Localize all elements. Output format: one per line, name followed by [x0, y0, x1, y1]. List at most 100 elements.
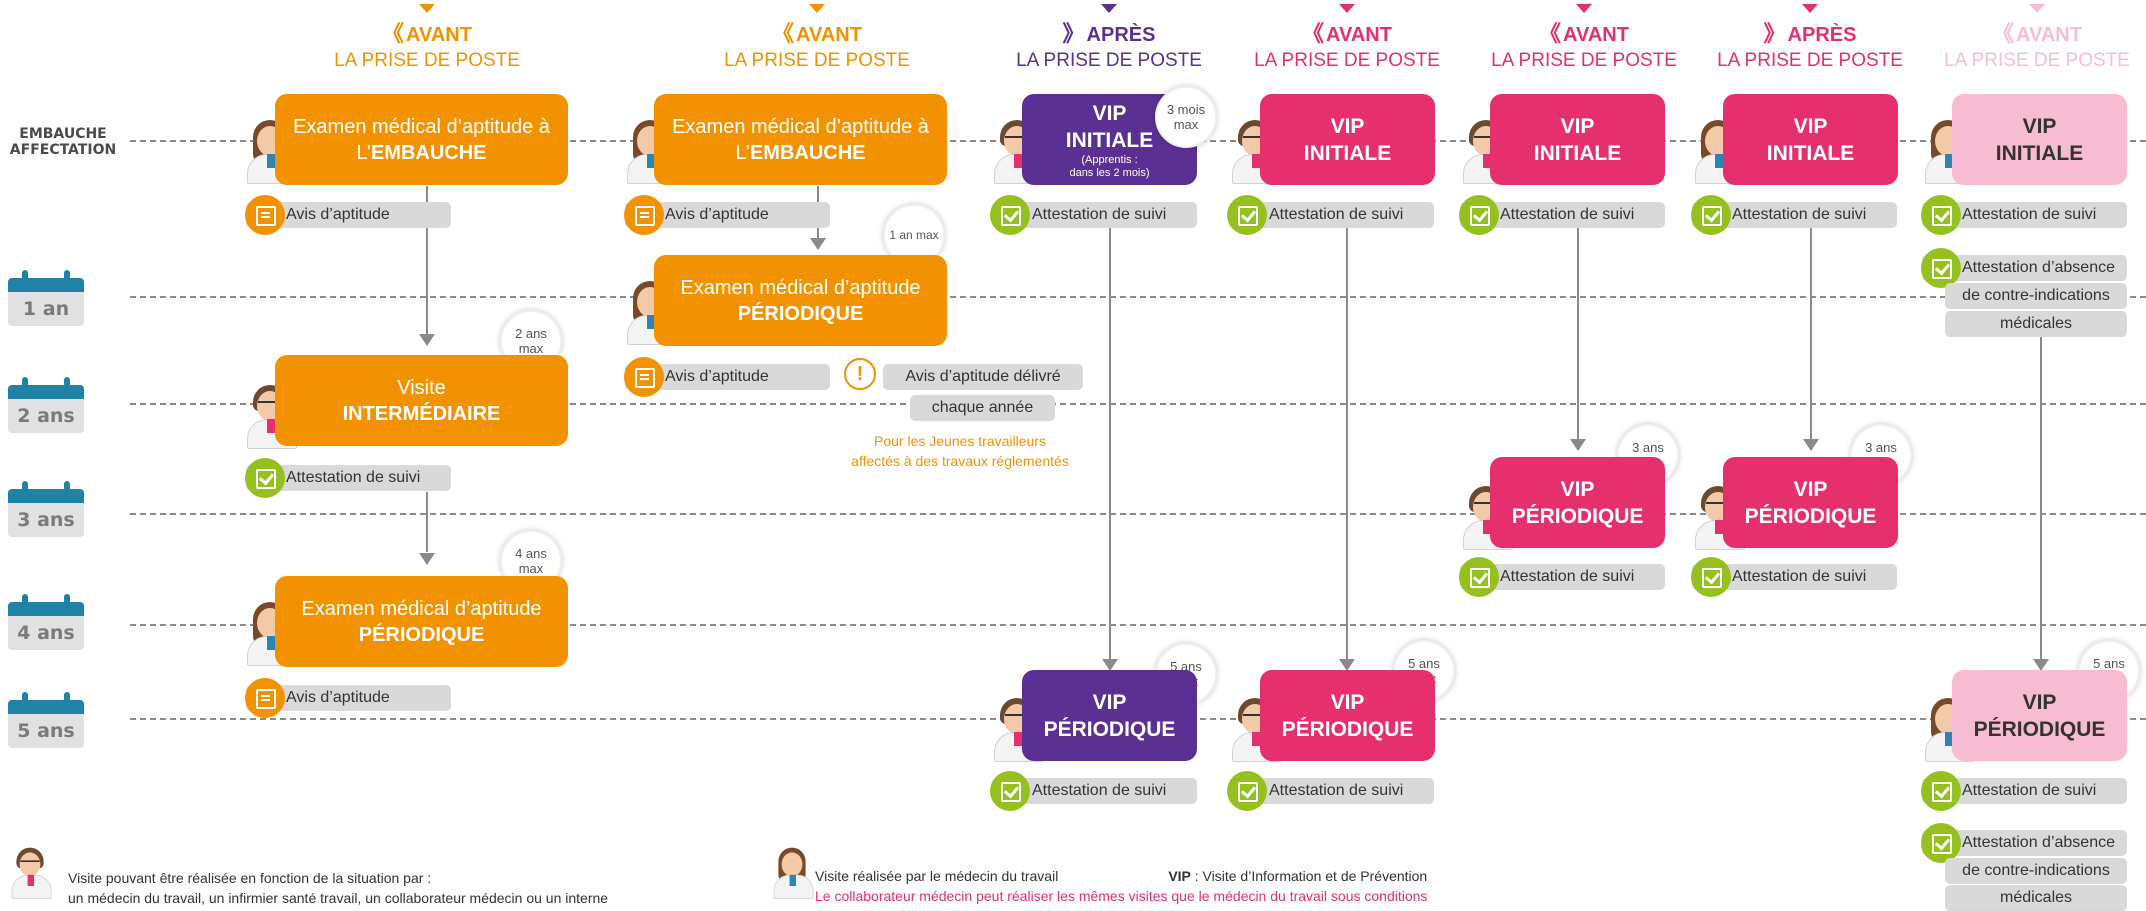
pill-label: de contre-indications — [1962, 862, 2110, 879]
legend-vip-abbr: VIP — [1168, 868, 1191, 884]
header-sub: LA PRISE DE POSTE — [1717, 50, 1903, 71]
flow-arrow-icon — [419, 334, 435, 346]
box-title-bold: INITIALE — [1533, 141, 1622, 165]
flow-arrow-icon — [1102, 659, 1118, 671]
pen-document-icon — [245, 678, 285, 718]
box-title-bold: INTERMÉDIAIRE — [342, 402, 501, 425]
row-label-5ans: 5 ans — [8, 714, 84, 748]
vip-periodique-box: VIP PÉRIODIQUE — [1952, 670, 2127, 761]
row-label-3ans: 3 ans — [8, 503, 84, 537]
attestation-absence-pill-l3: médicales — [1945, 885, 2127, 911]
box-title-bold: PÉRIODIQUE — [358, 623, 485, 646]
interval-badge: 3 mois max — [1155, 86, 1217, 148]
visite-intermediaire-box: Visite INTERMÉDIAIRE — [275, 355, 568, 446]
calendar-icon-4ans: 4 ans — [8, 592, 84, 650]
pill-label: Attestation de suivi — [1269, 782, 1404, 799]
header-label: APRÈS — [1086, 24, 1156, 46]
checkbox-icon — [1921, 771, 1961, 811]
column-header-1: 《AVANT LA PRISE DE POSTE — [327, 4, 527, 74]
header-label: AVANT — [2016, 24, 2082, 46]
pen-document-icon — [245, 195, 285, 235]
box-title-bold: EMBAUCHE — [370, 141, 487, 164]
checkbox-icon — [1691, 195, 1731, 235]
chevron-left-icon: 《 — [382, 21, 405, 46]
box-title-bold: VIP — [2022, 114, 2057, 138]
box-title-bold: PÉRIODIQUE — [737, 302, 864, 325]
timeline-line-2ans — [130, 403, 2146, 405]
pill-label: Attestation de suivi — [1962, 206, 2097, 223]
header-label: AVANT — [406, 24, 472, 46]
header-arrow-icon — [419, 4, 435, 13]
header-sub: LA PRISE DE POSTE — [334, 50, 520, 71]
legend-doctor-male-icon — [10, 846, 52, 899]
checkbox-icon — [1691, 557, 1731, 597]
box-title: Examen médical d’aptitude — [301, 597, 542, 620]
legend-vip-def: : Visite d’Information et de Prévention — [1190, 868, 1428, 884]
box-title-bold: INITIALE — [1766, 141, 1855, 165]
chevron-left-icon: 《 — [1302, 21, 1325, 46]
flow-line — [1109, 224, 1111, 662]
box-title-bold: VIP — [1330, 690, 1365, 714]
jeunes-travailleurs-note: Pour les Jeunes travailleurs affectés à … — [851, 433, 1069, 469]
box-title-prefix: L’ — [735, 141, 750, 164]
calendar-icon-1an: 1 an — [8, 268, 84, 326]
header-sub: LA PRISE DE POSTE — [1254, 50, 1440, 71]
column-header-2: 《AVANT LA PRISE DE POSTE — [717, 4, 917, 74]
pill-label: Avis d’aptitude — [665, 206, 769, 223]
checkbox-icon — [1459, 195, 1499, 235]
box-title-bold: VIP — [1793, 477, 1828, 501]
chevron-right-icon: 》 — [1763, 21, 1786, 46]
box-subtitle: (Apprentis : dans les 2 mois) — [1069, 153, 1150, 179]
checkbox-icon — [1227, 771, 1267, 811]
pill-label: Attestation d’absence — [1962, 259, 2115, 276]
calendar-icon-2ans: 2 ans — [8, 375, 84, 433]
checkbox-icon — [1921, 248, 1961, 288]
exam-periodique-box: Examen médical d’aptitude PÉRIODIQUE — [275, 576, 568, 667]
checkbox-icon — [245, 458, 285, 498]
checkbox-icon — [990, 771, 1030, 811]
vip-initiale-box: VIP INITIALE — [1723, 94, 1898, 185]
attestation-absence-pill-l3: médicales — [1945, 311, 2127, 337]
vip-periodique-box: VIP PÉRIODIQUE — [1022, 670, 1197, 761]
pill-label: Attestation de suivi — [1962, 782, 2097, 799]
header-label: AVANT — [1563, 24, 1629, 46]
box-title-bold: VIP — [2022, 690, 2057, 714]
pen-document-icon — [624, 195, 664, 235]
box-title-bold: VIP — [1330, 114, 1365, 138]
box-title-bold: VIP — [1560, 477, 1595, 501]
vip-initiale-box: VIP INITIALE — [1952, 94, 2127, 185]
timeline-line-1an — [130, 296, 2146, 298]
vip-initiale-box: VIP INITIALE — [1490, 94, 1665, 185]
box-title: Examen médical d’aptitude — [680, 276, 921, 299]
legend-line: Visite réalisée par le médecin du travai… — [815, 868, 1059, 884]
header-sub: LA PRISE DE POSTE — [1491, 50, 1677, 71]
flow-line — [1346, 224, 1348, 662]
flow-arrow-icon — [1570, 439, 1586, 451]
header-sub: LA PRISE DE POSTE — [1016, 50, 1202, 71]
header-arrow-icon — [2029, 4, 2045, 13]
attestation-absence-pill-l2: de contre-indications — [1945, 858, 2127, 884]
chevron-right-icon: 》 — [1062, 21, 1085, 46]
pill-label: médicales — [1999, 889, 2073, 906]
flow-arrow-icon — [1339, 659, 1355, 671]
pill-label: Attestation de suivi — [286, 469, 421, 486]
exam-embauche-box: Examen médical d’aptitude à L’EMBAUCHE — [654, 94, 947, 185]
flow-arrow-icon — [810, 238, 826, 250]
pill-label: Attestation de suivi — [1032, 206, 1167, 223]
pill-label: Attestation de suivi — [1500, 206, 1635, 223]
legend-doctor-female-icon — [772, 846, 814, 899]
pill-label: Attestation de suivi — [1032, 782, 1167, 799]
header-arrow-icon — [1339, 4, 1355, 13]
pill-label: Avis d’aptitude — [286, 689, 390, 706]
row-label-2ans: 2 ans — [8, 399, 84, 433]
timeline-line-3ans — [130, 513, 2146, 515]
box-title-bold: PÉRIODIQUE — [1043, 717, 1176, 741]
checkbox-icon — [1921, 195, 1961, 235]
box-title-bold: PÉRIODIQUE — [1744, 504, 1877, 528]
pill-label: de contre-indications — [1962, 287, 2110, 304]
header-label: AVANT — [796, 24, 862, 46]
flow-line — [1577, 224, 1579, 442]
pill-label: Avis d’aptitude délivré — [905, 368, 1061, 385]
column-header-7: 《AVANT LA PRISE DE POSTE — [1937, 4, 2137, 74]
box-title-prefix: L’ — [356, 141, 371, 164]
